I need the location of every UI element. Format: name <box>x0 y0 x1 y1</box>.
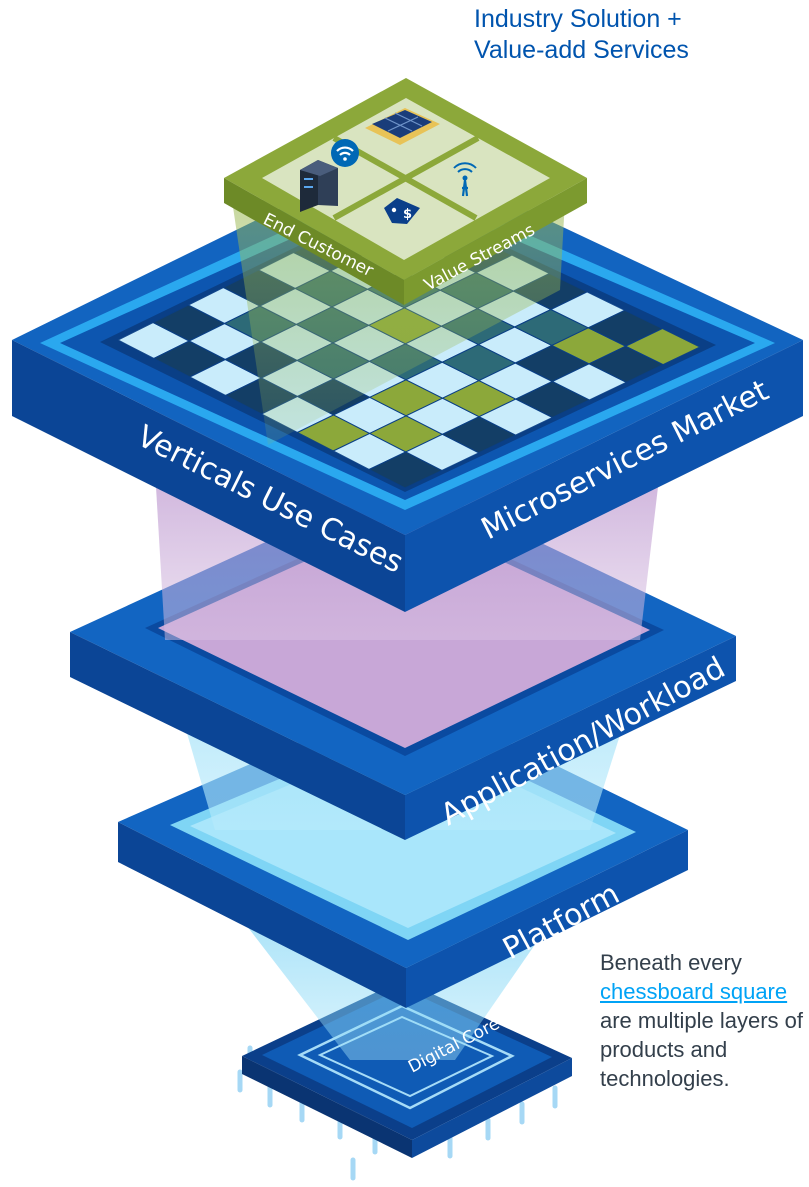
industry-solution-tile: End Customer Value Streams <box>224 78 587 305</box>
chessboard-square-link[interactable]: chessboard square <box>600 979 788 1004</box>
svg-text:$: $ <box>403 207 412 222</box>
caption-intro: Beneath every <box>600 950 742 975</box>
caption-text: Beneath every chessboard square are mult… <box>600 948 805 1093</box>
server-rack-icon <box>300 160 338 212</box>
title-line-2: Value-add Services <box>474 36 689 64</box>
chessboard-square <box>624 328 700 366</box>
cell-tower-icon <box>453 162 477 197</box>
caption-rest: are multiple layers of products and tech… <box>600 1008 803 1091</box>
chip-pins <box>237 1045 558 1181</box>
title-line-1: Industry Solution + <box>474 5 682 33</box>
price-tag-icon: $ <box>384 198 420 224</box>
industry-solution-title: Industry Solution + Value-add Services <box>474 4 804 66</box>
solar-panel-icon <box>365 108 440 145</box>
wifi-icon <box>331 139 359 167</box>
